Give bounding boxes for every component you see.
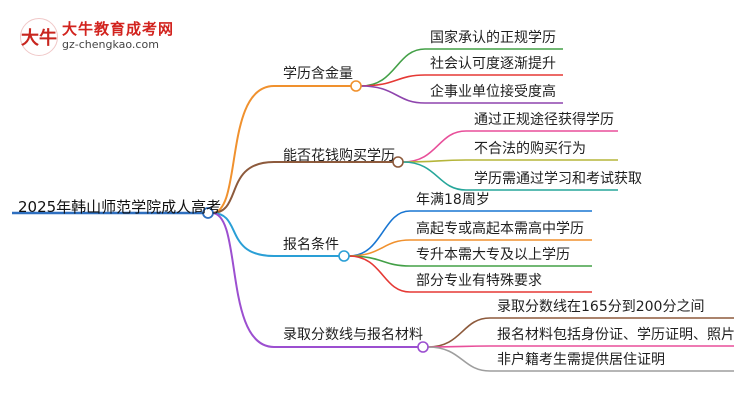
- branch-node: 录取分数线与报名材料: [283, 327, 423, 343]
- leaf-connector: [348, 210, 411, 257]
- branch-connector: [211, 212, 275, 348]
- branch-node-circle: [417, 341, 429, 353]
- leaf-node: 学历需通过学习和考试获取: [474, 171, 642, 187]
- leaf-node: 企事业单位接受度高: [430, 84, 556, 100]
- root-node-circle: [202, 207, 214, 219]
- leaf-node: 报名材料包括身份证、学历证明、照片: [497, 327, 735, 343]
- branch-node: 报名条件: [283, 237, 339, 253]
- leaf-node: 社会认可度逐渐提升: [430, 56, 556, 72]
- leaf-node: 非户籍考生需提供居住证明: [497, 352, 665, 368]
- branch-connector: [211, 85, 275, 214]
- leaf-connector: [360, 48, 426, 87]
- branch-node-circle: [392, 156, 404, 168]
- branch-node-circle: [350, 80, 362, 92]
- leaf-node: 不合法的购买行为: [474, 141, 586, 157]
- logo-title: 大牛教育成考网: [62, 20, 175, 38]
- leaf-node: 国家承认的正规学历: [430, 30, 556, 46]
- leaf-connector: [427, 317, 491, 348]
- leaf-node: 部分专业有特殊要求: [416, 273, 542, 289]
- logo-badge-icon: 大牛: [20, 18, 58, 56]
- leaf-node: 高起专或高起本需高中学历: [416, 221, 584, 237]
- root-node: 2025年韩山师范学院成人高考: [18, 198, 222, 216]
- leaf-node: 专升本需大专及以上学历: [416, 247, 570, 263]
- branch-connector: [211, 212, 275, 257]
- branch-node: 学历含金量: [283, 66, 353, 82]
- leaf-connector: [402, 130, 467, 163]
- leaf-node: 录取分数线在165分到200分之间: [497, 299, 705, 315]
- leaf-connector: [402, 161, 467, 191]
- branch-connector: [211, 161, 275, 214]
- leaf-connector: [348, 239, 411, 257]
- branch-node: 能否花钱购买学历: [283, 148, 395, 164]
- leaf-connector: [427, 346, 491, 372]
- leaf-connector: [348, 255, 411, 293]
- branch-node-circle: [338, 250, 350, 262]
- leaf-connector: [360, 85, 426, 104]
- logo: 大牛 大牛教育成考网 gz-chengkao.com: [20, 18, 180, 58]
- leaf-node: 通过正规途径获得学历: [474, 112, 614, 128]
- leaf-node: 年满18周岁: [416, 192, 490, 208]
- logo-url: gz-chengkao.com: [62, 38, 159, 51]
